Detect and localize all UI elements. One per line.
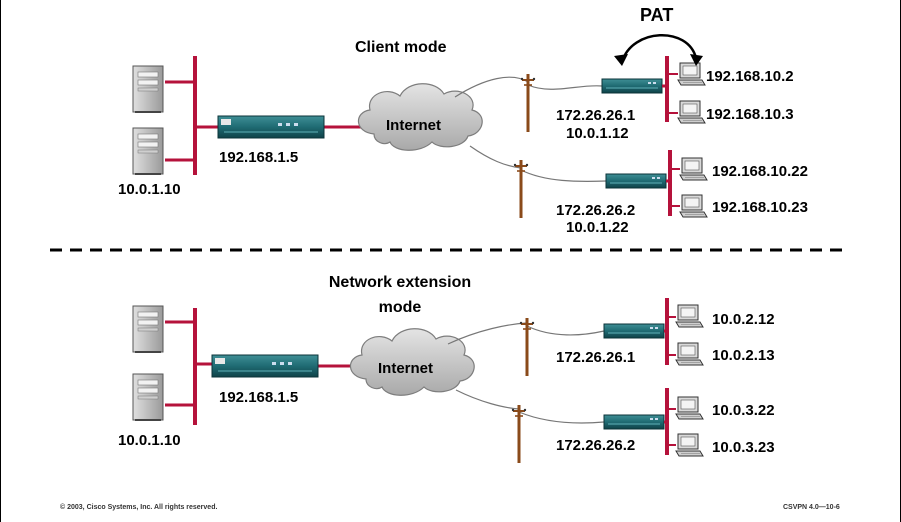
vpn-client-device-icon [603,323,665,339]
workstation-icon [679,157,708,181]
cloud-label: Internet [386,117,442,134]
vpn-client-device-icon [603,414,665,430]
network-extension-title-line1: Network extension [328,274,472,291]
workstation-icon [679,194,708,218]
workstation-icon [677,62,706,86]
cloud-label: Internet [378,360,434,377]
host-ip-label: 10.0.3.22 [712,402,775,419]
vpn-client-device-icon [601,78,663,94]
pat-arrow-head-right [690,54,703,66]
workstation-icon [675,342,704,366]
server-icon [132,305,164,353]
host-ip-label: 10.0.2.13 [712,347,775,364]
footer-course-code: CSVPN 4.0—10-6 [783,504,840,511]
server-ip-label: 10.0.1.10 [118,181,181,198]
utility-pole-icon [512,158,530,220]
tunnel-line-client-2 [469,145,522,169]
workstation-icon [675,304,704,328]
site1-public-ip: 172.26.26.1 [556,107,636,124]
drop-line-client-1 [527,84,603,90]
server-icon [132,65,164,113]
concentrator-ip-label: 192.168.1.5 [219,389,299,406]
host-ip-label: 192.168.10.3 [706,106,794,123]
utility-pole-icon [518,316,536,378]
host-ip-label: 10.0.2.12 [712,311,775,328]
site2-public-ip: 172.26.26.2 [556,202,636,219]
client-mode-title: Client mode [355,39,447,56]
site1-assigned-ip: 10.0.1.12 [566,125,629,142]
concentrator-ip-label: 192.168.1.5 [219,149,299,166]
host-ip-label: 192.168.10.22 [712,163,808,180]
utility-pole-icon [519,72,537,134]
vpn-client-device-icon [605,173,667,189]
server-ip-label: 10.0.1.10 [118,432,181,449]
drop-line-client-2 [520,169,607,182]
footer-copyright: © 2003, Cisco Systems, Inc. All rights r… [60,504,218,511]
workstation-icon [677,100,706,124]
site1-public-ip: 172.26.26.1 [556,349,636,366]
server-icon [132,373,164,421]
workstation-icon [675,396,704,420]
pat-arrow [620,34,698,63]
vpn-concentrator-icon [211,354,319,378]
network-extension-title-line2: mode [378,299,422,316]
host-ip-label: 192.168.10.2 [706,68,794,85]
site2-public-ip: 172.26.26.2 [556,437,636,454]
workstation-icon [675,433,704,457]
vpn-concentrator-icon [217,115,325,139]
host-ip-label: 192.168.10.23 [712,199,808,216]
site2-assigned-ip: 10.0.1.22 [566,219,629,236]
server-icon [132,127,164,175]
host-ip-label: 10.0.3.23 [712,439,775,456]
pat-arrow-head-left [614,54,628,66]
pat-label: PAT [640,5,674,25]
